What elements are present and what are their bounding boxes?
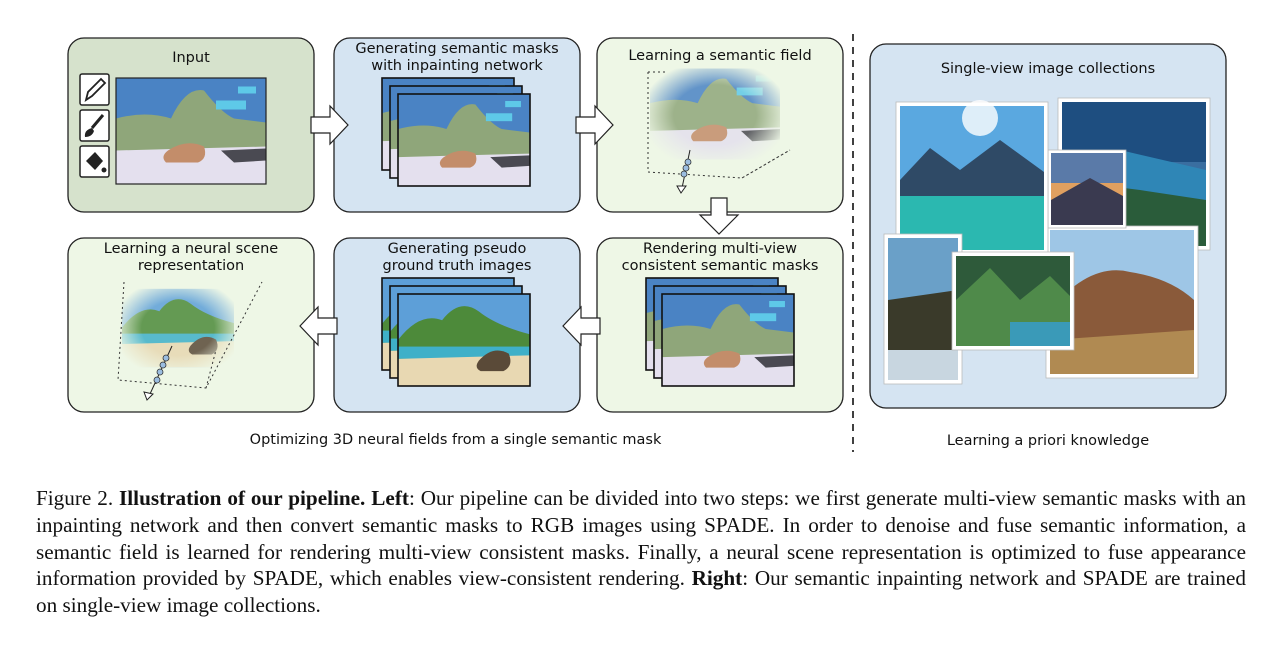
caption-title: Illustration of our pipeline. <box>119 486 366 510</box>
photo-sunset-cliff <box>1047 149 1127 229</box>
label-neural-1: Learning a neural scene <box>103 241 279 257</box>
neural-scene-panel <box>67 237 315 413</box>
figure-caption: Figure 2. Illustration of our pipeline. … <box>36 485 1246 619</box>
pipeline-figure <box>67 34 1227 452</box>
arrow-down <box>698 197 740 235</box>
label-pseudo-1: Generating pseudo <box>387 241 527 257</box>
generating-masks-panel <box>333 37 581 213</box>
semantic-field-volume <box>640 60 791 194</box>
pseudo-ground-truth-panel <box>333 237 581 413</box>
neural-scene-volume <box>112 278 263 401</box>
label-semantic-field: Learning a semantic field <box>628 48 812 64</box>
pencil-icon[interactable] <box>79 73 110 106</box>
label-right-section: Learning a priori knowledge <box>946 433 1150 449</box>
photo-green-ridges <box>951 251 1075 351</box>
single-view-collection-panel <box>869 43 1227 409</box>
caption-figure-label: Figure 2. <box>36 486 114 510</box>
mask-stack <box>381 77 531 187</box>
input-panel <box>67 37 315 213</box>
label-input: Input <box>172 50 210 66</box>
caption-right-label: Right <box>691 566 743 591</box>
caption-left-label: Left <box>371 486 409 510</box>
label-render-1: Rendering multi-view <box>643 241 797 257</box>
arrow-left-1 <box>562 305 601 347</box>
label-left-section: Optimizing 3D neural fields from a singl… <box>249 432 662 448</box>
photo-forest <box>883 233 963 385</box>
arrow-right-2 <box>575 104 614 146</box>
input-semantic-mask <box>115 77 267 185</box>
arrow-right-1 <box>310 104 349 146</box>
label-pseudo-2: ground truth images <box>382 258 532 274</box>
rendered-mask-stack <box>645 277 795 387</box>
paint-bucket-icon[interactable] <box>79 145 110 178</box>
label-gen-masks-2: with inpainting network <box>371 58 543 74</box>
label-render-2: consistent semantic masks <box>621 258 819 274</box>
arrow-left-2 <box>299 305 338 347</box>
label-neural-2: representation <box>137 258 245 274</box>
label-gen-masks-1: Generating semantic masks <box>355 41 559 57</box>
caption-left-text: : Our pipeline can be divided into two s… <box>36 486 1247 591</box>
rgb-image-stack <box>381 277 531 387</box>
photo-lake <box>895 100 1049 255</box>
caption-right-text: : Our semantic inpainting network and SP… <box>36 566 1247 618</box>
brush-icon[interactable] <box>79 109 110 142</box>
label-single-view: Single-view image collections <box>940 61 1156 77</box>
